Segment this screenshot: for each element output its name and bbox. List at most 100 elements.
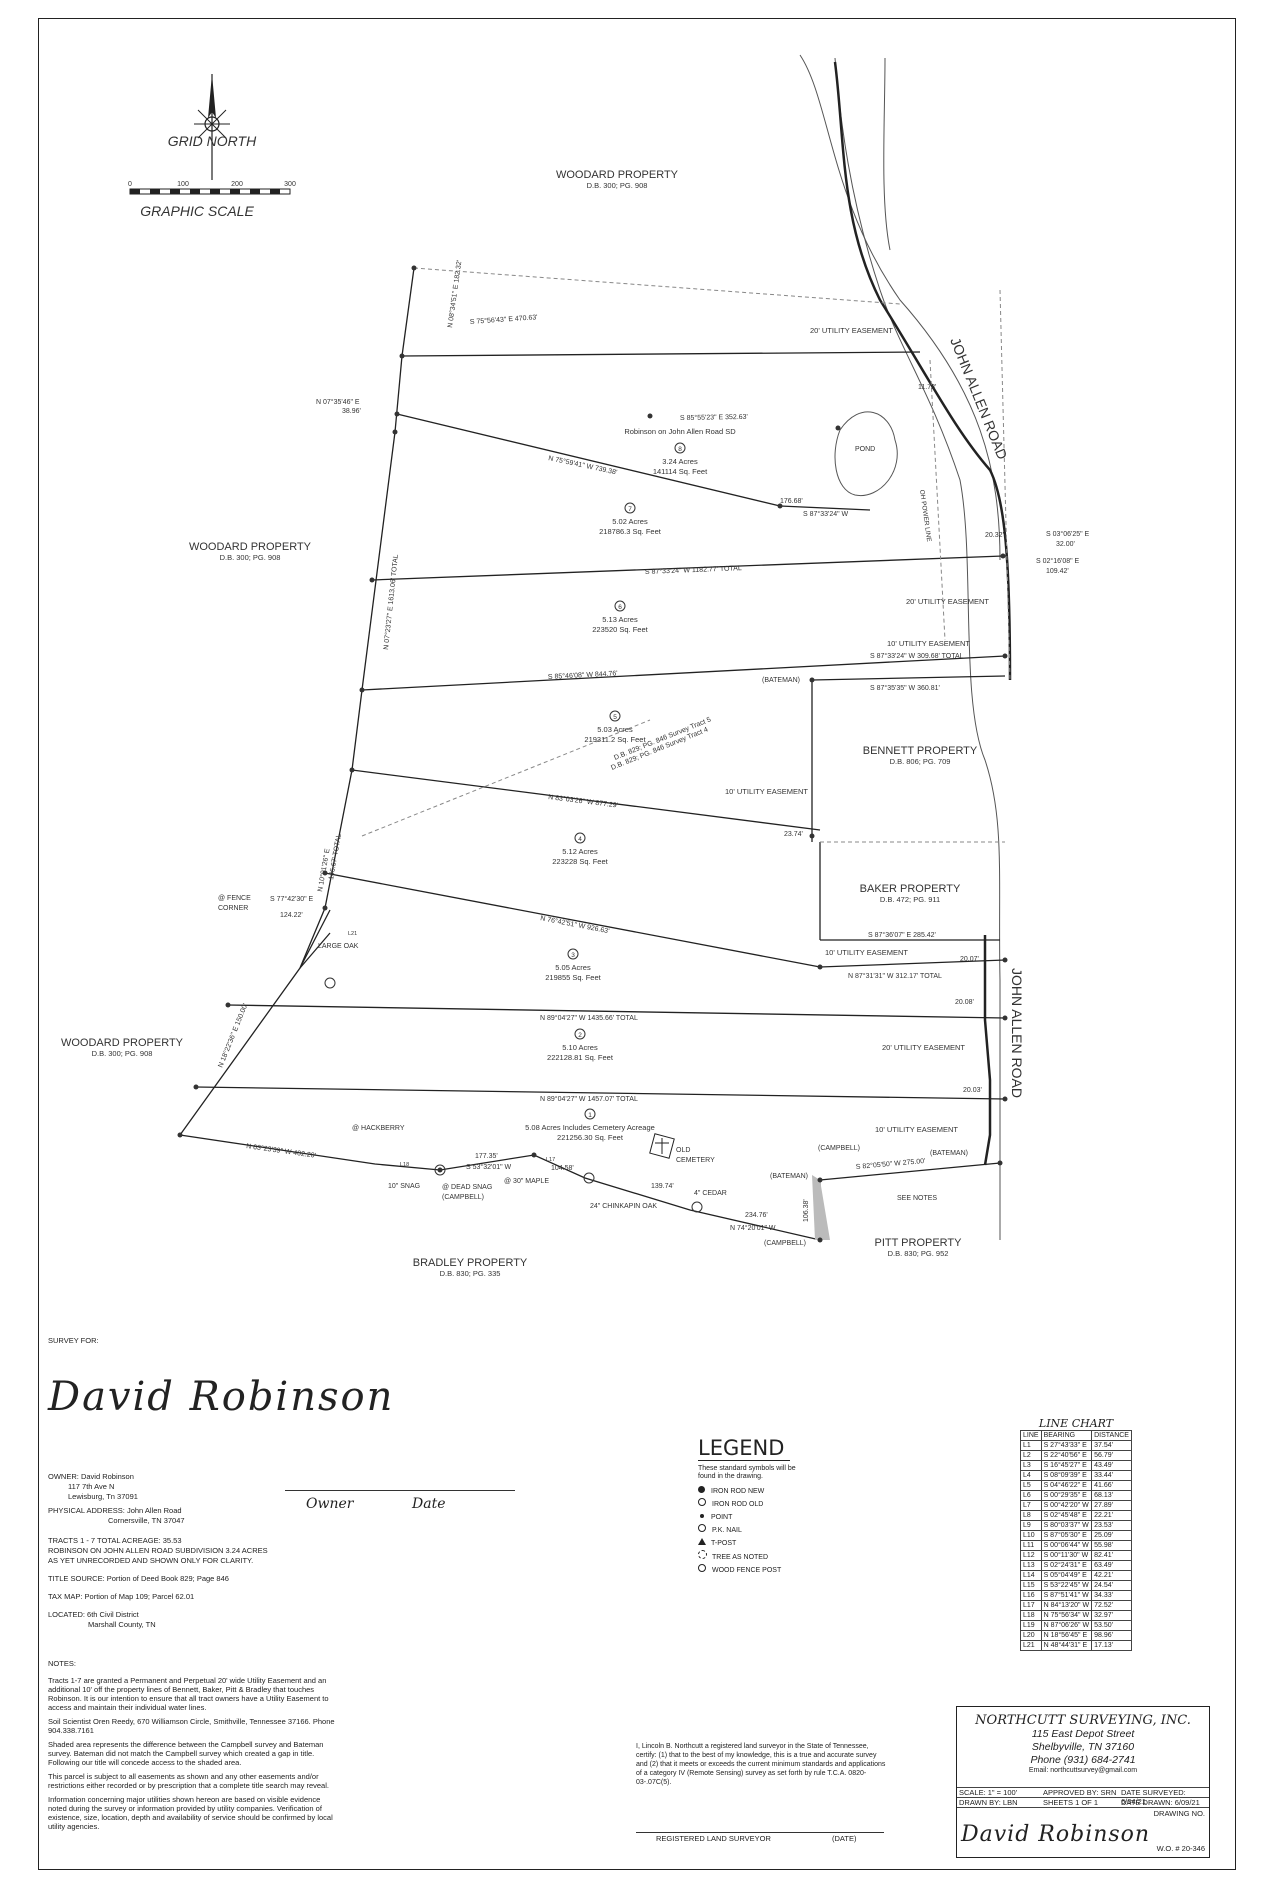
line-chart-cell: 34.33' bbox=[1091, 1590, 1132, 1601]
point-icon bbox=[1002, 1015, 1008, 1021]
line-chart-cell: 41.66' bbox=[1091, 1480, 1132, 1491]
deadsnag-label: @ DEAD SNAG bbox=[442, 1184, 492, 1191]
line-chart-cell: L20 bbox=[1020, 1630, 1042, 1641]
line-chart-header: BEARING bbox=[1040, 1430, 1093, 1441]
scale-tick: 200 bbox=[231, 181, 243, 188]
bearing-label: 11.78' bbox=[918, 384, 936, 391]
corner-label: CORNER bbox=[218, 905, 248, 912]
owner-name: David Robinson bbox=[80, 1472, 134, 1481]
shaded-gap bbox=[812, 1175, 830, 1240]
tract-sqft: 219855 Sq. Feet bbox=[545, 973, 601, 982]
tract-7: 7 5.02 Acres 218786.3 Sq. Feet bbox=[599, 502, 662, 536]
legend-item: T-POST bbox=[711, 1540, 737, 1547]
tract-acres: 5.13 Acres bbox=[602, 615, 638, 624]
point-icon bbox=[817, 964, 823, 970]
owner-info: OWNER: David Robinson 117 7th Ave N Lewi… bbox=[48, 1472, 298, 1630]
title-block: NORTHCUTT SURVEYING, INC. 115 East Depot… bbox=[956, 1706, 1210, 1858]
hackberry-label: @ HACKBERRY bbox=[352, 1125, 405, 1132]
tract-acres: 5.08 Acres Includes Cemetery Acreage bbox=[525, 1123, 655, 1132]
client-name: David Robinson bbox=[48, 1374, 395, 1420]
woodard-mid-label: WOODARD PROPERTY bbox=[189, 541, 312, 553]
line-chart-cell: S 02°45'48" E bbox=[1040, 1510, 1093, 1521]
bateman-label: (BATEMAN) bbox=[770, 1173, 808, 1180]
iron-rod-new-icon bbox=[698, 1486, 705, 1493]
point-icon bbox=[392, 429, 398, 435]
tracts-text: AS YET UNRECORDED AND SHOWN ONLY FOR CLA… bbox=[48, 1556, 254, 1565]
tract-number: 6 bbox=[618, 604, 622, 611]
point-icon bbox=[1002, 1096, 1008, 1102]
maple-label: @ 30" MAPLE bbox=[504, 1178, 549, 1185]
line-chart-cell: 98.96' bbox=[1091, 1630, 1132, 1641]
line-chart-header: DISTANCE bbox=[1091, 1430, 1132, 1441]
tract-number: 7 bbox=[628, 506, 632, 513]
line-chart-cell: S 04°46'22" E bbox=[1040, 1480, 1093, 1491]
baker-ref: D.B. 472; PG. 911 bbox=[880, 895, 940, 904]
pitt-label: PITT PROPERTY bbox=[874, 1237, 962, 1249]
line-chart-cell: N 48°44'31" E bbox=[1040, 1640, 1093, 1651]
north-arrow-icon bbox=[194, 74, 230, 180]
legend-item: POINT bbox=[711, 1514, 733, 1521]
easement-label: 10' UTILITY EASEMENT bbox=[887, 639, 970, 648]
powerline-label: OH POWER LINE bbox=[918, 489, 932, 542]
line-chart-cell: 42.21' bbox=[1091, 1570, 1132, 1581]
note-text: Soil Scientist Oren Reedy, 670 Williamso… bbox=[48, 1717, 335, 1735]
line-chart-cell: 63.49' bbox=[1091, 1560, 1132, 1571]
line-chart-cell: S 02°24'31" E bbox=[1040, 1560, 1093, 1571]
easement-label: 20' UTILITY EASEMENT bbox=[906, 597, 989, 606]
owner-sig-label: Owner bbox=[306, 1496, 354, 1512]
owner-signature-line bbox=[285, 1490, 515, 1491]
note-text: Tracts 1-7 are granted a Permanent and P… bbox=[48, 1676, 329, 1712]
t-post-icon bbox=[698, 1538, 706, 1545]
legend-item: WOOD FENCE POST bbox=[712, 1567, 782, 1574]
tract-number: 5 bbox=[613, 714, 617, 721]
bearing-label: S 77°42'30" E bbox=[270, 895, 314, 903]
tract-4: 4 5.12 Acres 223228 Sq. Feet bbox=[552, 832, 609, 866]
bearing-label: N 74°20'01" W bbox=[730, 1224, 776, 1232]
line-chart-cell: 24.54' bbox=[1091, 1580, 1132, 1591]
pk-nail-icon bbox=[698, 1524, 706, 1532]
bearing-label: 177.35' bbox=[475, 1153, 498, 1160]
line-chart-cell: 25.09' bbox=[1091, 1530, 1132, 1541]
tract-note: Robinson on John Allen Road SD bbox=[624, 427, 736, 436]
line-chart-cell: 55.98' bbox=[1091, 1540, 1132, 1551]
baker-label: BAKER PROPERTY bbox=[860, 883, 961, 895]
tract-number: 3 bbox=[571, 952, 575, 959]
line-chart-cell: L7 bbox=[1020, 1500, 1042, 1511]
scale-tick: 0 bbox=[128, 181, 132, 188]
tax-map: TAX MAP: Portion of Map 109; Parcel 62.0… bbox=[48, 1592, 195, 1601]
tract-acres: 5.02 Acres bbox=[612, 517, 648, 526]
tract-number: 2 bbox=[578, 1032, 582, 1039]
bearing-label: 104.58' bbox=[551, 1165, 574, 1172]
point-icon bbox=[777, 503, 783, 509]
legend-title: LEGEND bbox=[698, 1436, 790, 1461]
tract-number: 8 bbox=[678, 446, 682, 453]
line-chart-cell: 33.44' bbox=[1091, 1470, 1132, 1481]
bearing-label: N 63°23'39" W 402.20' bbox=[246, 1142, 317, 1160]
woodard-low-label: WOODARD PROPERTY bbox=[61, 1037, 184, 1049]
pitt-ref: D.B. 830; PG. 952 bbox=[888, 1249, 949, 1258]
woodard-top-label: WOODARD PROPERTY bbox=[556, 169, 679, 181]
bennett-label: BENNETT PROPERTY bbox=[863, 745, 978, 757]
line-chart-cell: L1 bbox=[1020, 1440, 1042, 1451]
line-chart-header: LINE bbox=[1020, 1430, 1042, 1441]
drawing-border bbox=[38, 18, 1236, 1870]
tree-symbols bbox=[324, 977, 703, 1213]
snag-label: 10" SNAG bbox=[388, 1183, 420, 1190]
line-chart-cell: S 00°11'30" W bbox=[1040, 1550, 1093, 1561]
note-text: Information concerning major utilities s… bbox=[48, 1795, 333, 1831]
line-chart-cell: 27.89' bbox=[1091, 1500, 1132, 1511]
woodard-top-ref: D.B. 300; PG. 908 bbox=[587, 181, 648, 190]
title-client-name: David Robinson bbox=[961, 1822, 1151, 1847]
north-label: GRID NORTH bbox=[168, 133, 257, 149]
line-chart-cell: S 00°42'20" W bbox=[1040, 1500, 1093, 1511]
bearing-label: N 18°22'36" E 150.00' bbox=[216, 1002, 249, 1068]
line-chart-cell: 37.54' bbox=[1091, 1440, 1132, 1451]
bearing-label: 106.38' bbox=[803, 1199, 810, 1222]
point-icon bbox=[809, 833, 815, 839]
line-chart-cell: 22.21' bbox=[1091, 1510, 1132, 1521]
